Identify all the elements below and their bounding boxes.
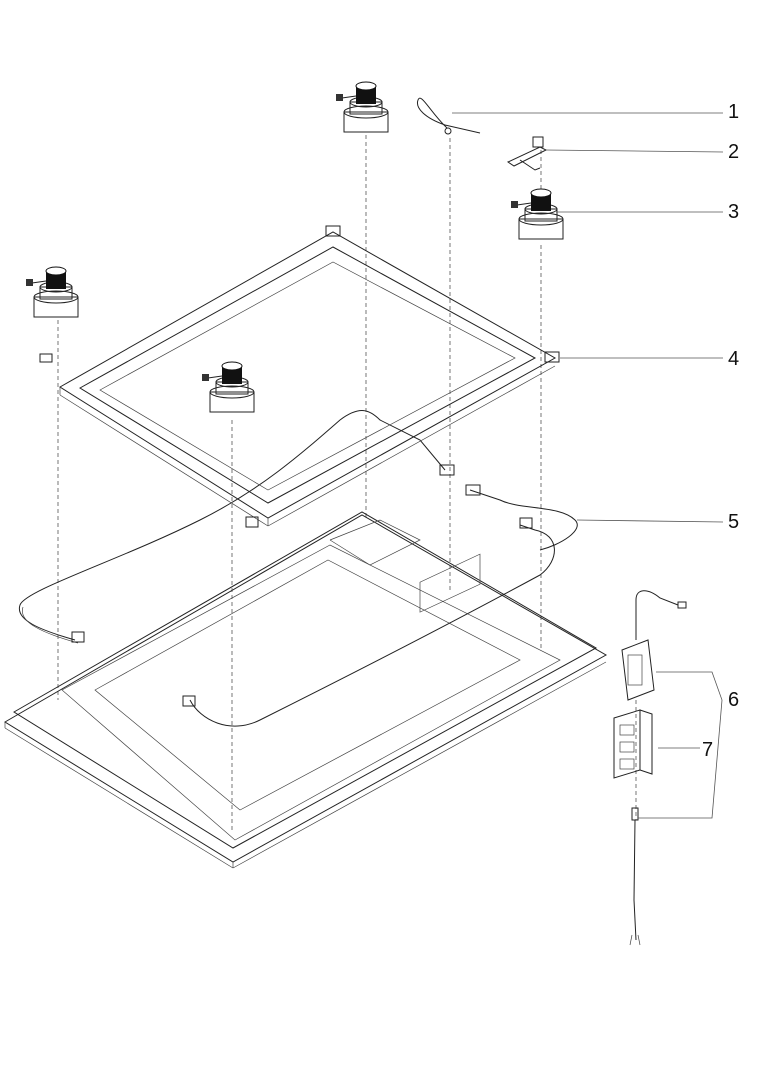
callout-6: 6 <box>728 689 740 711</box>
bracket <box>506 136 548 171</box>
callout-2: 2 <box>728 141 740 163</box>
motor-unit <box>26 266 79 318</box>
callout-4: 4 <box>728 348 740 370</box>
motor-units <box>26 81 564 413</box>
sensor-cable <box>416 97 481 135</box>
callout-1: 1 <box>728 101 740 123</box>
callout-7: 7 <box>702 739 714 761</box>
power-adapter <box>613 590 687 946</box>
motor-unit <box>202 361 255 413</box>
base-tray <box>4 511 608 869</box>
motor-unit <box>511 188 564 240</box>
callout-5: 5 <box>728 511 740 533</box>
frame <box>39 225 560 528</box>
leader-lines <box>452 112 724 819</box>
callout-3: 3 <box>728 201 740 223</box>
cable-harness <box>18 410 578 727</box>
motor-unit <box>336 81 389 133</box>
